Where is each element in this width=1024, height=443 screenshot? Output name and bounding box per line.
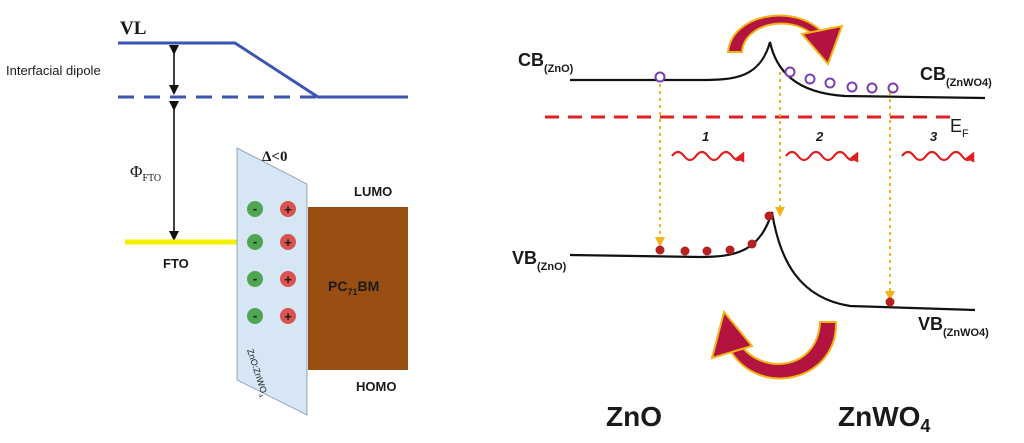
top-curved-arrow-head (800, 24, 844, 66)
vb-zno-sub: (ZnO) (537, 261, 567, 273)
plus-sign: + (284, 202, 292, 217)
phi-symbol: Φ (130, 162, 142, 181)
top-curved-arrow (726, 14, 844, 66)
pcbm-prefix: PC (328, 278, 347, 294)
wavy-arrow-number: 3 (930, 129, 938, 144)
pcbm-label: PC71BM (328, 278, 379, 297)
minus-sign: - (253, 201, 257, 216)
minus-sign: - (253, 271, 257, 286)
electron (804, 73, 816, 85)
electron (866, 82, 878, 94)
positive-charge (280, 201, 296, 217)
holes (655, 211, 895, 307)
charge-row-2: - + (247, 234, 296, 250)
electron (784, 66, 796, 78)
layer-label-sub: 4 (256, 393, 263, 399)
ef-main: E (950, 116, 962, 136)
vb-znwo4-sub: (ZnWO4) (943, 327, 989, 339)
charge-pairs: - + - + - + - + (247, 201, 296, 324)
vb-znwo4-label: VB(ZnWO4) (918, 314, 989, 339)
negative-charge (247, 271, 263, 287)
lumo-label: LUMO (354, 184, 392, 199)
ef-sub: F (962, 128, 969, 140)
charge-row-1: - + (247, 201, 296, 217)
material-zno-label: ZnO (606, 401, 662, 432)
pcbm-suffix: BM (357, 278, 379, 294)
fermi-level-label: EF (950, 116, 969, 140)
positive-charge (280, 271, 296, 287)
wavy-arrow-number: 1 (702, 129, 709, 144)
hole (764, 211, 774, 221)
positive-charge (280, 234, 296, 250)
left-panel: VL Interfacial dipole ΦFTO FTO PC71BM LU… (6, 18, 408, 416)
material-znwo4-label: ZnWO4 (838, 401, 930, 436)
negative-charge (247, 201, 263, 217)
hole (885, 297, 895, 307)
wavy-arrow-2: 2 (785, 129, 859, 163)
cb-znwo4-label: CB(ZnWO4) (920, 64, 992, 89)
minus-sign: - (253, 308, 257, 323)
negative-charge (247, 234, 263, 250)
wavy-arrow-3: 3 (901, 129, 975, 163)
material-znwo4-sub: 4 (920, 416, 930, 436)
bottom-curved-arrow (710, 309, 838, 380)
phi-subscript: FTO (142, 173, 161, 184)
wavy-arrow-path (785, 150, 859, 163)
plus-sign: + (284, 309, 292, 324)
wavy-arrow-path (671, 150, 745, 163)
electron (824, 77, 836, 89)
charge-row-4: - + (247, 308, 296, 324)
fto-label: FTO (163, 256, 189, 271)
homo-label: HOMO (356, 379, 396, 394)
cb-zno-main: CB (518, 50, 544, 70)
material-znwo4-main: ZnWO (838, 401, 920, 432)
bottom-curved-arrow-head (710, 309, 754, 360)
cb-zno-label: CB(ZnO) (518, 50, 574, 75)
valence-band-curve (569, 211, 976, 312)
vb-znwo4-main: VB (918, 314, 943, 334)
cb-znwo4-main: CB (920, 64, 946, 84)
pcbm-subscript: 71 (347, 287, 357, 297)
charge-row-3: - + (247, 271, 296, 287)
electron (654, 71, 666, 83)
negative-charge (247, 308, 263, 324)
electrons (654, 66, 899, 94)
hole (702, 246, 712, 256)
wavy-arrow-number: 2 (815, 129, 824, 144)
positive-charge (280, 308, 296, 324)
electron (887, 82, 899, 94)
wavy-arrow-path (901, 150, 975, 163)
right-panel: EF CB(ZnO) CB(ZnWO4) VB(ZnO) VB(ZnWO4) (512, 14, 992, 436)
cb-zno-sub: (ZnO) (544, 63, 574, 75)
hole (747, 239, 757, 249)
vb-zno-main: VB (512, 248, 537, 268)
hole (725, 245, 735, 255)
bottom-curved-arrow-body (728, 321, 838, 380)
vacuum-level-line (118, 41, 408, 99)
plus-sign: + (284, 235, 292, 250)
electron (846, 81, 858, 93)
hole (680, 246, 690, 256)
pcbm-block (308, 207, 408, 370)
plus-sign: + (284, 272, 292, 287)
phi-fto-label: ΦFTO (130, 162, 161, 184)
delta-label: Δ<0 (262, 149, 287, 165)
vb-zno-label: VB(ZnO) (512, 248, 567, 273)
minus-sign: - (253, 234, 257, 249)
interfacial-dipole-label: Interfacial dipole (6, 63, 101, 78)
conduction-band-curve (570, 41, 986, 100)
hole (655, 245, 665, 255)
cb-znwo4-sub: (ZnWO4) (946, 77, 992, 89)
vl-label: VL (120, 18, 146, 39)
wavy-arrow-1: 1 (671, 129, 745, 163)
